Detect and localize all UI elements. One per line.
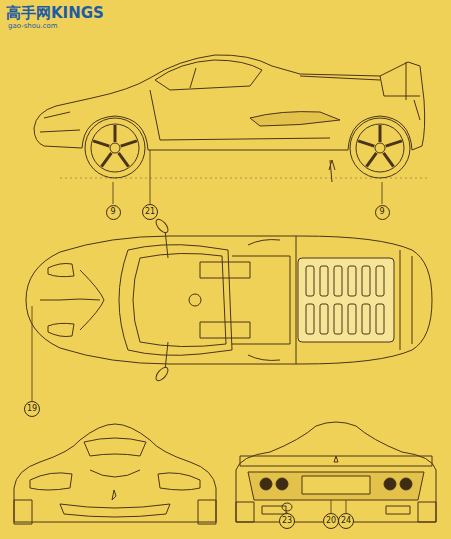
top-view	[26, 217, 432, 382]
callout-number: 24	[338, 513, 354, 529]
wheel-spoke	[93, 141, 109, 146]
watermark: 高手网KINGS	[6, 4, 104, 23]
engine-vent	[348, 266, 356, 296]
wheel-spoke	[119, 153, 129, 167]
wheel-spoke	[358, 141, 374, 146]
wheel-spoke	[114, 125, 117, 142]
wheel-spoke	[386, 141, 402, 146]
callout-number: 9	[375, 205, 390, 220]
callout-number: 19	[24, 401, 40, 417]
callout-text: 24	[341, 517, 351, 525]
watermark-url: gao-shou.com	[8, 22, 58, 30]
callout-text: 20	[326, 517, 336, 525]
callout-text: 9	[110, 208, 115, 216]
engine-vent	[334, 266, 342, 296]
callout-text: 19	[27, 405, 37, 413]
engine-vent	[362, 266, 370, 296]
engine-vent	[320, 304, 328, 334]
engine-vent	[334, 304, 342, 334]
callout-text: 21	[145, 208, 155, 216]
callout-number: 20	[323, 513, 339, 529]
wheel-spoke	[101, 153, 111, 167]
engine-vent	[376, 266, 384, 296]
engine-vent	[306, 266, 314, 296]
engine-vent	[320, 266, 328, 296]
engine-vent	[306, 304, 314, 334]
callout-number: 9	[106, 205, 121, 220]
wheel-spoke	[384, 153, 394, 167]
callout-number: 21	[142, 204, 158, 220]
callout-text: 23	[282, 517, 292, 525]
wheel-spoke	[379, 125, 382, 142]
wheel-spoke	[366, 153, 376, 167]
engine-vent	[362, 304, 370, 334]
side-view	[34, 55, 430, 182]
wheel-spoke	[121, 141, 137, 146]
engine-vent	[376, 304, 384, 334]
callout-text: 9	[379, 208, 384, 216]
rear-view	[236, 422, 436, 522]
engine-vent	[348, 304, 356, 334]
callout-number: 23	[279, 513, 295, 529]
leader-lines	[32, 150, 382, 513]
front-view	[14, 424, 216, 524]
